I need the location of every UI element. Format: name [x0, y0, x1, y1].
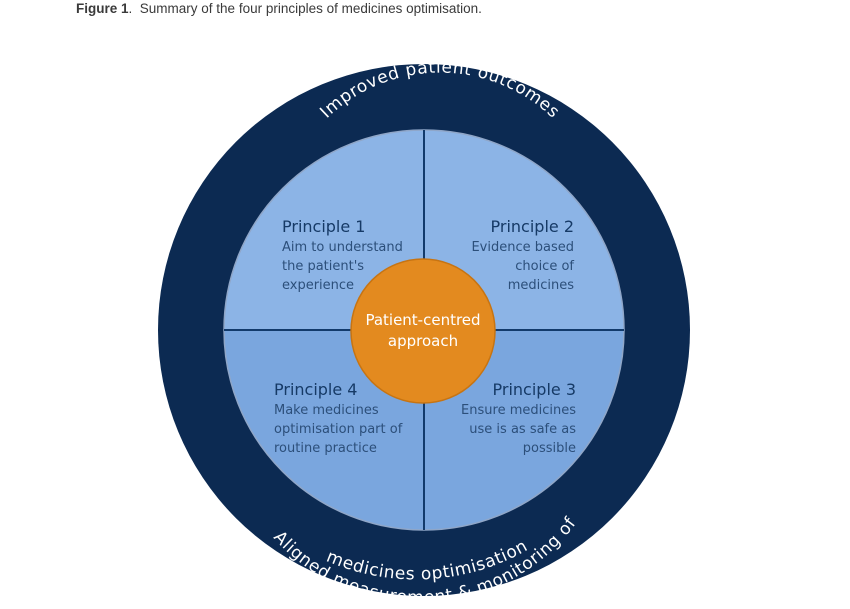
principle-2-title: Principle 2 [491, 217, 574, 236]
principle-1-line-2: the patient's [282, 259, 364, 274]
principle-4-line-2: optimisation part of [274, 422, 403, 437]
principle-4-title: Principle 4 [274, 380, 357, 399]
principle-1-line-3: experience [282, 278, 354, 293]
principle-3: Principle 3 Ensure medicines use is as s… [461, 380, 576, 456]
principle-4: Principle 4 Make medicines optimisation … [274, 380, 403, 456]
principle-3-line-2: use is as safe as [469, 422, 576, 437]
center-text-line1: Patient-centred [365, 311, 480, 329]
principle-1: Principle 1 Aim to understand the patien… [282, 217, 403, 293]
principle-3-line-1: Ensure medicines [461, 403, 576, 418]
figure-label: Figure 1 [76, 1, 129, 16]
principle-1-line-1: Aim to understand [282, 240, 403, 255]
principle-1-title: Principle 1 [282, 217, 365, 236]
principle-4-line-3: routine practice [274, 441, 377, 456]
principle-4-line-1: Make medicines [274, 403, 379, 418]
principle-2-line-2: choice of [515, 259, 574, 274]
principle-3-line-3: possible [523, 441, 576, 456]
center-node: Patient-centred approach [350, 258, 496, 404]
center-circle [350, 258, 496, 404]
principle-3-title: Principle 3 [493, 380, 576, 399]
center-text-line2: approach [388, 332, 458, 350]
principle-2-line-3: medicines [508, 278, 575, 293]
caption-separator: . [128, 1, 140, 16]
figure-caption: Figure 1. Summary of the four principles… [76, 1, 482, 16]
figure-caption-text: Summary of the four principles of medici… [139, 1, 482, 16]
principle-2: Principle 2 Evidence based choice of med… [471, 217, 574, 293]
principle-2-line-1: Evidence based [471, 240, 574, 255]
